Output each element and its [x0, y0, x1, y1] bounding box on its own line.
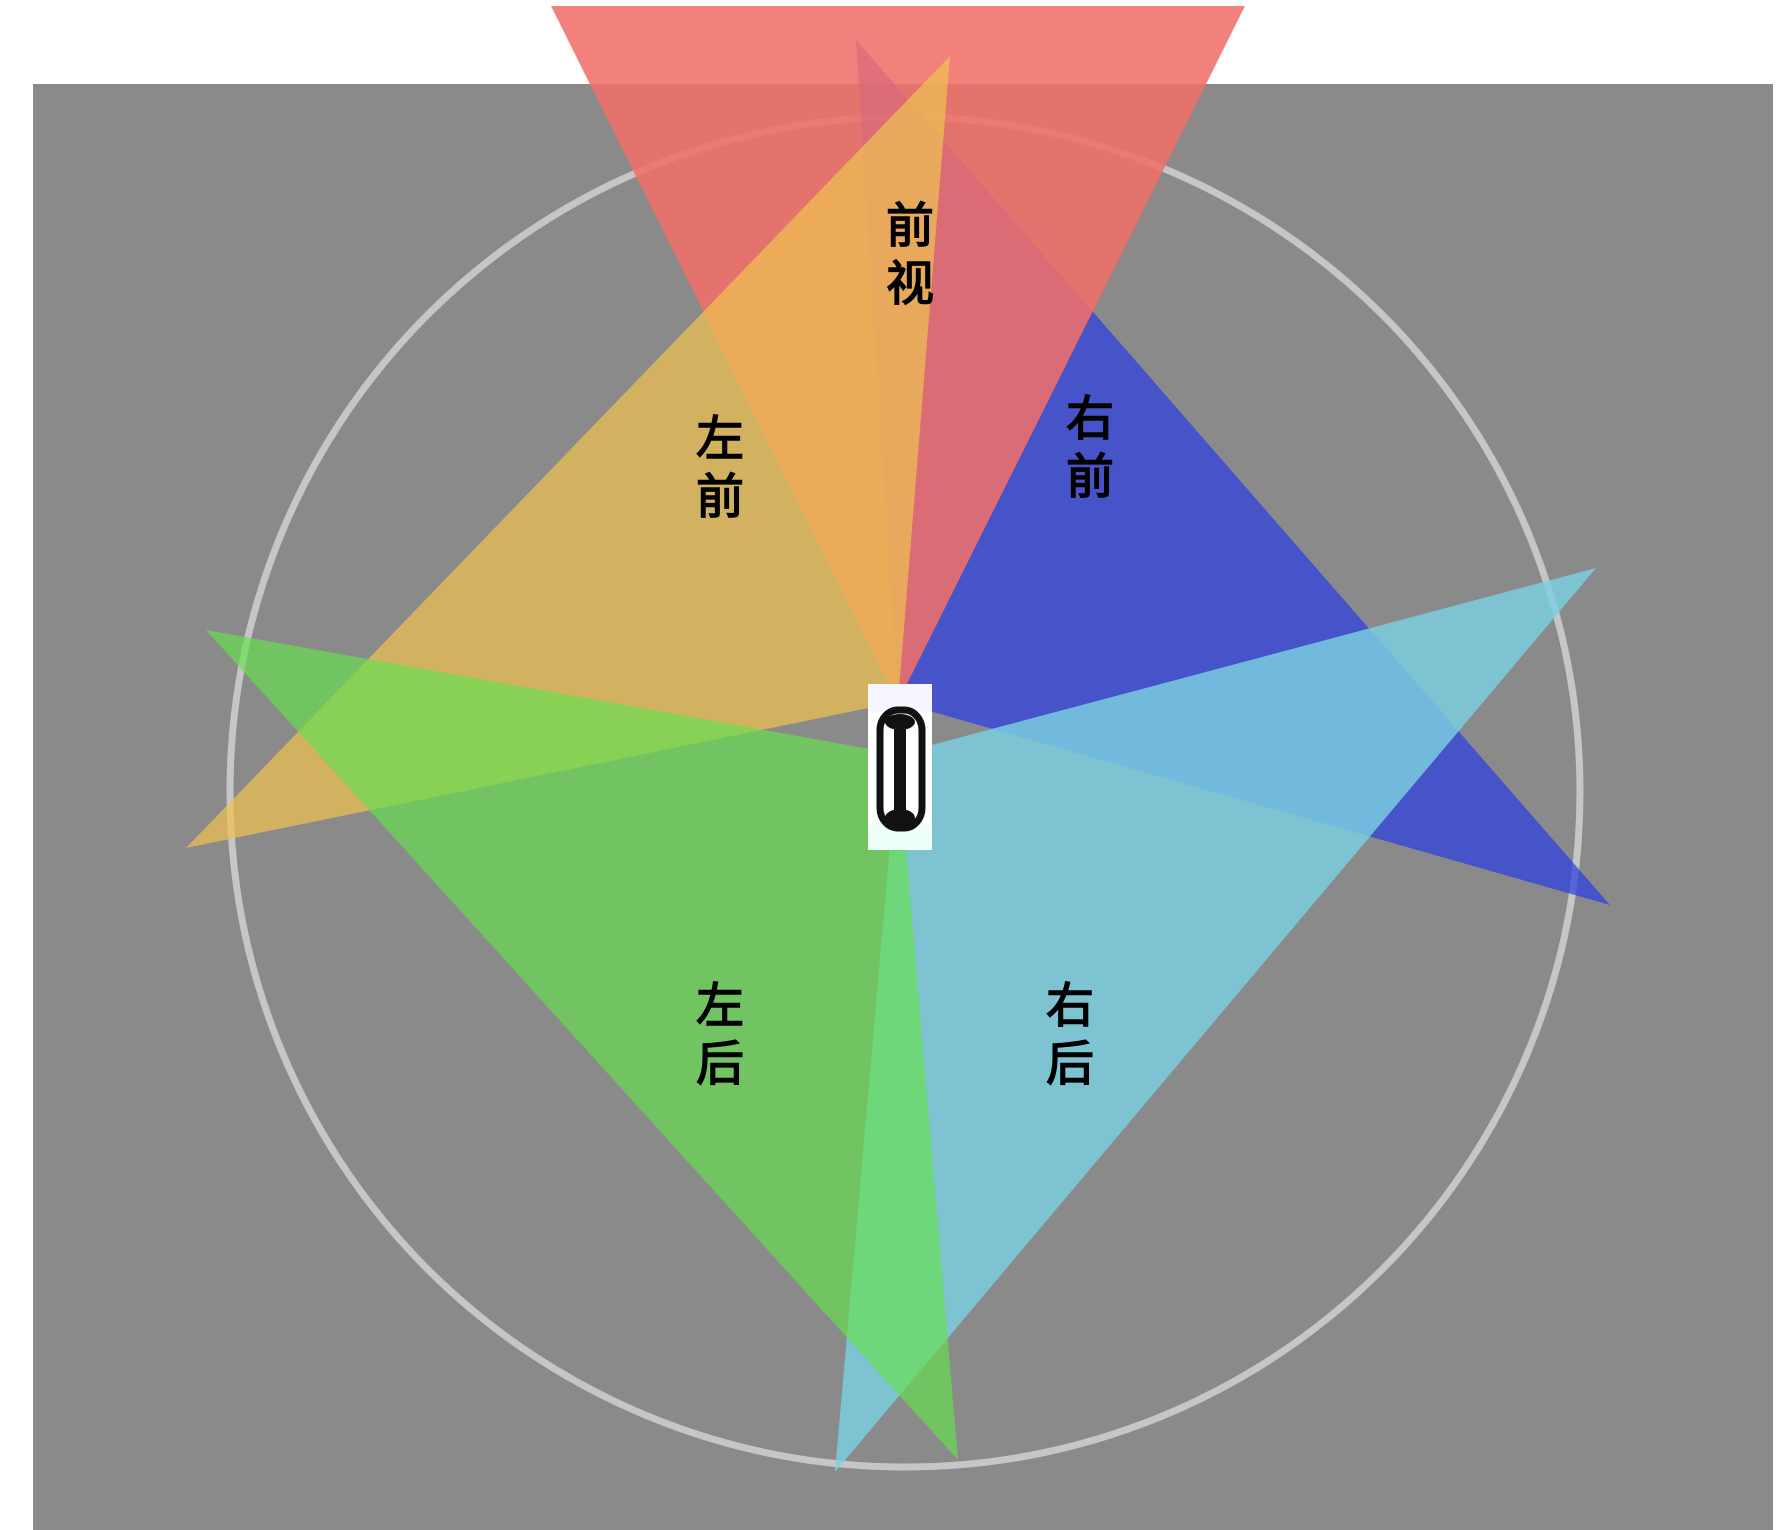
label-right-rear: 右 后: [1046, 978, 1094, 1092]
car-top-view-icon: [868, 684, 932, 850]
label-right-front-line2: 前: [1066, 449, 1114, 505]
label-left-rear: 左 后: [696, 978, 744, 1092]
fov-left-front: [186, 56, 950, 848]
label-right-front-line1: 右: [1066, 391, 1114, 447]
label-front-line1: 前: [886, 198, 934, 254]
label-right-front: 右 前: [1066, 391, 1114, 505]
label-left-rear-line2: 后: [696, 1036, 744, 1092]
fov-right-rear: [835, 568, 1596, 1472]
label-front: 前 视: [886, 198, 934, 312]
label-front-line2: 视: [886, 256, 934, 312]
label-right-rear-line2: 后: [1046, 1036, 1094, 1092]
label-right-rear-line1: 右: [1046, 978, 1094, 1034]
label-left-front: 左 前: [696, 411, 744, 525]
fov-left-rear: [206, 630, 958, 1460]
label-left-front-line2: 前: [696, 469, 744, 525]
label-left-front-line1: 左: [696, 411, 744, 467]
label-left-rear-line1: 左: [696, 978, 744, 1034]
